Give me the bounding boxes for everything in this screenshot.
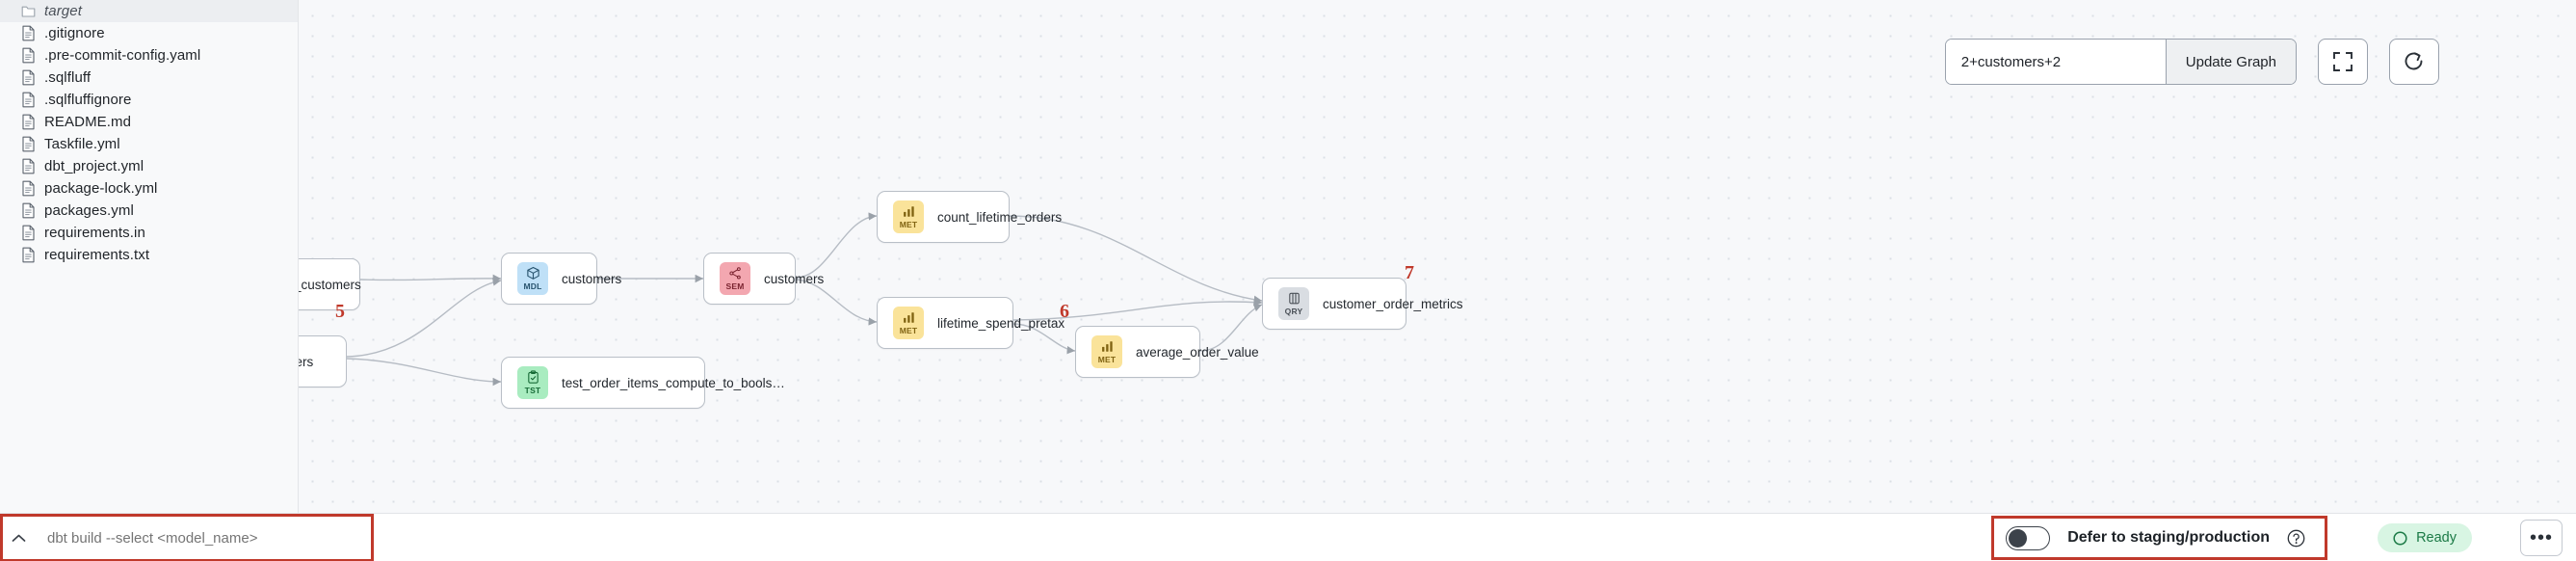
file-row[interactable]: requirements.in: [0, 222, 298, 244]
more-options-label: •••: [2529, 527, 2553, 548]
graph-node-label: average_order_value: [1136, 344, 1259, 360]
defer-toggle[interactable]: [2006, 525, 2051, 550]
help-circle-icon[interactable]: [2287, 529, 2305, 548]
annotation-number: 7: [1405, 262, 1414, 283]
file-label: .pre-commit-config.yaml: [44, 47, 201, 64]
graph-node-stg_customers[interactable]: stg_customers: [299, 258, 361, 310]
file-label: requirements.txt: [44, 247, 150, 263]
refresh-icon: [2405, 52, 2423, 70]
file-row[interactable]: packages.yml: [0, 200, 298, 222]
graph-node-label: count_lifetime_orders: [937, 209, 1063, 225]
status-badge[interactable]: Ready: [2378, 523, 2472, 552]
file-label: target: [44, 3, 82, 19]
file-icon: [21, 47, 36, 64]
graph-select-input[interactable]: [1945, 40, 2166, 84]
fullscreen-icon-button[interactable]: [2318, 39, 2368, 85]
chevron-up-glyph: [12, 534, 25, 542]
file-row[interactable]: .sqlfluff: [0, 67, 298, 89]
graph-node-label: test_order_items_compute_to_bools…: [562, 375, 785, 390]
qry-badge-icon: QRY: [1278, 287, 1309, 320]
file-label: package-lock.yml: [44, 180, 158, 197]
file-icon: [21, 114, 36, 130]
graph-node-label: stg_customers: [299, 277, 361, 292]
annotation-number: 6: [1060, 301, 1069, 322]
met-badge-icon: MET: [893, 307, 924, 339]
graph-node-stg_orders[interactable]: orders: [299, 335, 347, 387]
graph-node-met_spend[interactable]: MET lifetime_spend_pretax: [877, 297, 1065, 349]
folder-icon: [21, 3, 36, 19]
help-circle-glyph: [2287, 529, 2305, 547]
sem-badge-icon: SEM: [720, 262, 750, 295]
file-icon: [21, 25, 36, 41]
graph-node-met_count[interactable]: MET count_lifetime_orders: [877, 191, 1062, 243]
status-label: Ready: [2416, 530, 2457, 546]
refresh-icon-button[interactable]: [2389, 39, 2439, 85]
graph-node-label: customer_order_metrics: [1323, 296, 1463, 311]
toggle-knob: [2009, 528, 2028, 548]
file-icon: [21, 247, 36, 263]
file-row[interactable]: README.md: [0, 111, 298, 133]
fullscreen-icon: [2333, 52, 2353, 71]
graph-toolbar: Update Graph: [1944, 39, 2439, 85]
graph-edges: [346, 212, 1263, 387]
file-icon: [21, 158, 36, 174]
defer-label: Defer to staging/production: [2067, 529, 2270, 546]
file-row[interactable]: Taskfile.yml: [0, 133, 298, 155]
file-row[interactable]: dbt_project.yml: [0, 155, 298, 177]
file-row[interactable]: .pre-commit-config.yaml: [0, 44, 298, 67]
graph-node-label: lifetime_spend_pretax: [937, 315, 1065, 331]
file-label: .sqlfluffignore: [44, 92, 132, 108]
graph-node-mdl_customers[interactable]: MDL customers: [501, 253, 621, 305]
graph-node-sem_customers[interactable]: SEM customers: [703, 253, 824, 305]
graph-node-met_avg[interactable]: MET average_order_value: [1075, 326, 1259, 378]
file-label: README.md: [44, 114, 132, 130]
file-label: packages.yml: [44, 202, 134, 219]
file-icon: [21, 69, 36, 86]
file-icon: [21, 180, 36, 197]
graph-node-tst_order_items[interactable]: TST test_order_items_compute_to_bools…: [501, 357, 785, 409]
file-icon: [21, 225, 36, 241]
mdl-badge-icon: MDL: [517, 262, 548, 295]
command-input[interactable]: [34, 517, 371, 559]
file-label: .sqlfluff: [44, 69, 92, 86]
graph-node-label: customers: [764, 271, 825, 286]
file-label: dbt_project.yml: [44, 158, 145, 174]
graph-node-label: orders: [299, 354, 314, 369]
file-row[interactable]: package-lock.yml: [0, 177, 298, 200]
file-list: target .gitignore .pre-commit-config.yaml.…: [0, 0, 298, 266]
file-explorer-sidebar[interactable]: target .gitignore .pre-commit-config.yaml.…: [0, 0, 299, 513]
chevron-up-icon[interactable]: [3, 517, 34, 559]
file-row[interactable]: .sqlfluffignore: [0, 89, 298, 111]
file-label: Taskfile.yml: [44, 136, 120, 152]
file-icon: [21, 92, 36, 108]
folder-row[interactable]: target: [0, 0, 298, 22]
graph-node-label: customers: [562, 271, 622, 286]
status-bar: Defer to staging/production Ready •••: [0, 513, 2576, 561]
file-icon: [21, 136, 36, 152]
file-row[interactable]: .gitignore: [0, 22, 298, 44]
file-label: .gitignore: [44, 25, 105, 41]
command-bar[interactable]: [0, 514, 374, 561]
graph-node-qry_metrics[interactable]: QRY customer_order_metrics: [1262, 278, 1463, 330]
defer-toggle-group: Defer to staging/production: [1991, 516, 2327, 560]
file-row[interactable]: requirements.txt: [0, 244, 298, 266]
file-label: requirements.in: [44, 225, 145, 241]
circle-icon: [2393, 530, 2407, 546]
tst-badge-icon: TST: [517, 366, 548, 399]
met-badge-icon: MET: [893, 200, 924, 233]
file-icon: [21, 202, 36, 219]
update-graph-button[interactable]: Update Graph: [2165, 40, 2296, 84]
annotation-number: 5: [335, 301, 345, 322]
more-options-button[interactable]: •••: [2520, 520, 2563, 556]
met-badge-icon: MET: [1091, 335, 1122, 368]
graph-select-group: Update Graph: [1944, 39, 2297, 85]
